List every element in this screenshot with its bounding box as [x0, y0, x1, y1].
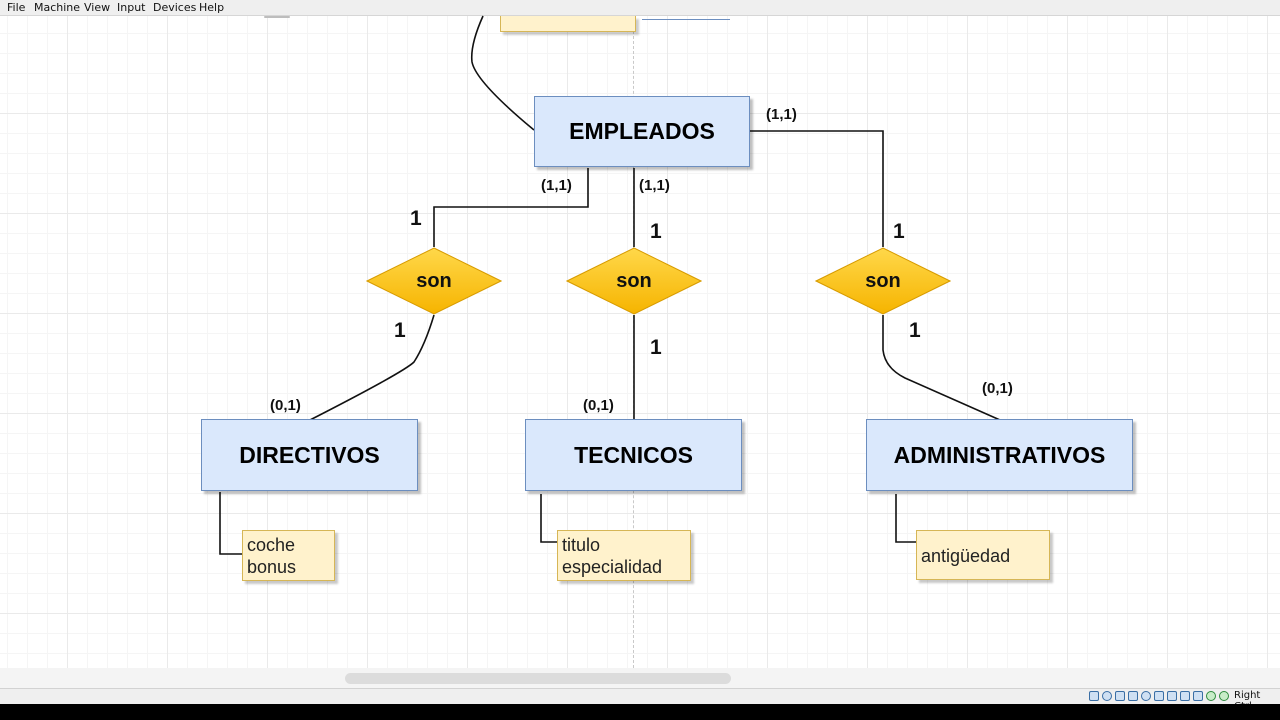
- connector-directivos-note: [219, 492, 243, 555]
- connector-son1-directivos: [309, 314, 435, 421]
- attribute-coche: coche: [247, 535, 296, 555]
- cardinality-rel3-top: 1: [893, 220, 905, 243]
- menu-help[interactable]: Help: [199, 1, 225, 14]
- note-administrativos-attributes[interactable]: antigüedad: [916, 530, 1050, 580]
- shared-folder-icon[interactable]: [1154, 691, 1164, 701]
- menu-input[interactable]: Input: [117, 1, 146, 14]
- connector-empleados-son1: [433, 168, 589, 247]
- note-tecnicos-attributes[interactable]: titulo especialidad: [557, 530, 691, 581]
- entity-tecnicos-label: TECNICOS: [574, 441, 693, 468]
- cardinality-rel2-bottom: 1: [650, 336, 662, 359]
- partial-shape-top: [642, 16, 730, 20]
- relationship-son-tecnicos[interactable]: son: [566, 247, 702, 315]
- usb-icon[interactable]: [1141, 691, 1151, 701]
- optical-drive-icon[interactable]: [1102, 691, 1112, 701]
- relationship-label: son: [865, 269, 901, 292]
- menu-view[interactable]: View: [84, 1, 111, 14]
- entity-administrativos[interactable]: ADMINISTRATIVOS: [866, 419, 1133, 491]
- entity-empleados-label: EMPLEADOS: [569, 118, 715, 144]
- attribute-especialidad: especialidad: [562, 557, 663, 577]
- diamond-shape: [566, 247, 702, 315]
- relationship-son-directivos[interactable]: son: [366, 247, 502, 315]
- entity-empleados[interactable]: EMPLEADOS: [534, 96, 750, 167]
- entity-directivos-label: DIRECTIVOS: [239, 441, 380, 468]
- display-icon[interactable]: [1167, 691, 1177, 701]
- hard-disk-icon[interactable]: [1089, 691, 1099, 701]
- horizontal-scrollbar-thumb[interactable]: [345, 673, 731, 684]
- cpu-icon[interactable]: [1193, 691, 1203, 701]
- connector-empleados-son3: [750, 130, 884, 247]
- attribute-bonus: bonus: [247, 557, 297, 577]
- entity-administrativos-label: ADMINISTRATIVOS: [893, 441, 1106, 468]
- partial-handle-top: [264, 16, 290, 18]
- entity-tecnicos[interactable]: TECNICOS: [525, 419, 742, 491]
- cardinality-tecnicos: (0,1): [583, 397, 614, 414]
- cardinality-rel2-top: 1: [650, 220, 662, 243]
- bottom-black-bar: [0, 704, 1280, 720]
- relationship-label: son: [416, 269, 452, 292]
- connector-administrativos-note: [895, 494, 917, 543]
- cardinality-directivos: (0,1): [270, 397, 301, 414]
- cardinality-empleados-right: (1,1): [766, 106, 797, 123]
- cardinality-rel1-top: 1: [410, 207, 422, 230]
- connector-empleados-parent: [470, 15, 535, 131]
- cardinality-administrativos: (0,1): [982, 380, 1013, 397]
- network-icon[interactable]: [1128, 691, 1138, 701]
- menu-bar: File Machine View Input Devices Help: [0, 0, 1280, 16]
- cardinality-empleados-mid: (1,1): [639, 177, 670, 194]
- entity-directivos[interactable]: DIRECTIVOS: [201, 419, 418, 491]
- attribute-antiguedad: antigüedad: [921, 546, 1011, 566]
- partial-note-top[interactable]: [500, 16, 636, 32]
- note-directivos-attributes[interactable]: coche bonus: [242, 530, 335, 581]
- attribute-titulo: titulo: [562, 535, 601, 555]
- menu-machine[interactable]: Machine: [34, 1, 81, 14]
- recording-icon[interactable]: [1180, 691, 1190, 701]
- diamond-shape: [366, 247, 502, 315]
- relationship-son-administrativos[interactable]: son: [815, 247, 951, 315]
- audio-icon[interactable]: [1115, 691, 1125, 701]
- cardinality-rel1-bottom: 1: [394, 319, 406, 342]
- menu-devices[interactable]: Devices: [153, 1, 197, 14]
- vm-status-bar: [0, 688, 1280, 705]
- connector-tecnicos-note: [540, 494, 559, 543]
- relationship-label: son: [616, 269, 652, 292]
- mouse-integration-icon[interactable]: [1206, 691, 1216, 701]
- cardinality-rel3-bottom: 1: [909, 319, 921, 342]
- connector-son3-administrativos: [882, 315, 1001, 421]
- diamond-shape: [815, 247, 951, 315]
- menu-file[interactable]: File: [7, 1, 26, 14]
- cardinality-empleados-left: (1,1): [541, 177, 572, 194]
- keyboard-icon[interactable]: [1219, 691, 1229, 701]
